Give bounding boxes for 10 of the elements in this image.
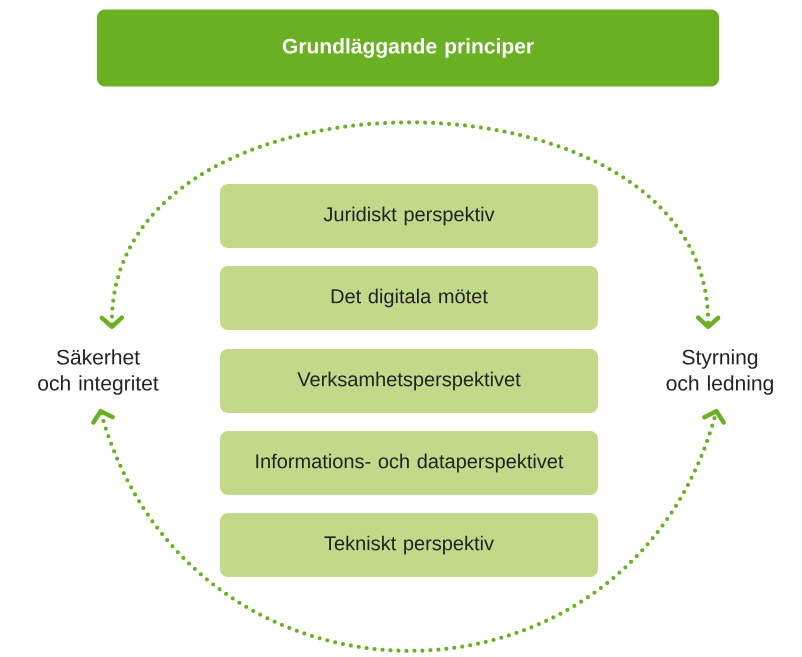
side-label: Säkerhet och integritet	[38, 349, 159, 395]
perspective-box: Det digitala mötet	[220, 266, 598, 330]
perspective-box: Informations- och dataperspektivet	[220, 431, 598, 495]
title-banner: Grundläggande principer	[97, 10, 719, 86]
dotted-arrow	[91, 408, 726, 653]
perspective-box: Juridiskt perspektiv	[220, 184, 598, 248]
perspective-box: Verksamhetsperspektivet	[220, 349, 598, 413]
dotted-arrow	[100, 120, 720, 330]
perspective-box: Tekniskt perspektiv	[220, 513, 598, 577]
side-label: Styrning och ledning	[666, 349, 773, 395]
